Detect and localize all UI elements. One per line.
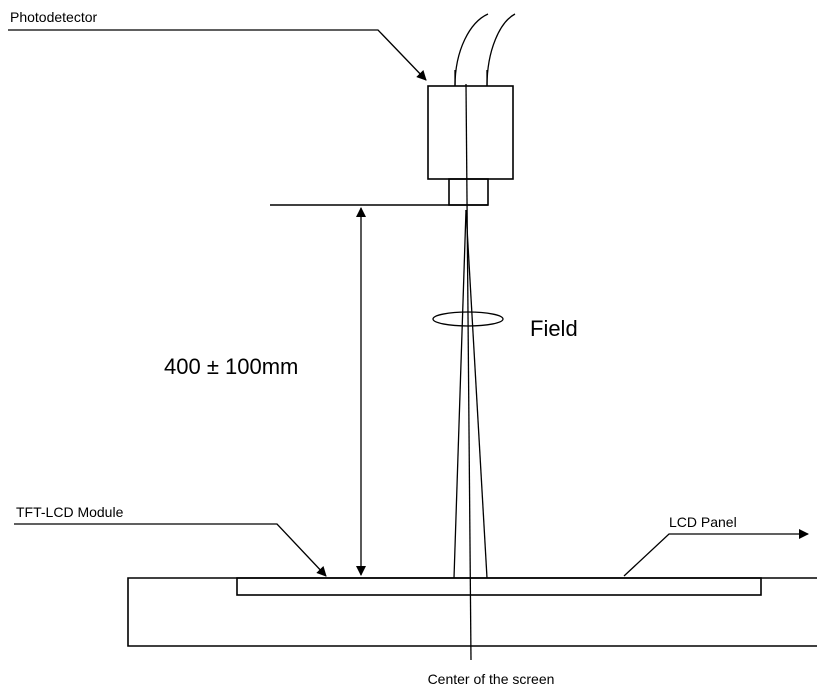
lcd-panel-leader — [623, 529, 809, 577]
tft-module-label: TFT-LCD Module — [16, 504, 124, 520]
field-ellipse — [432, 311, 504, 327]
photodetector-label: Photodetector — [10, 9, 98, 25]
distance-label: 400 ± 100mm — [164, 354, 298, 379]
center-axis-line — [465, 83, 472, 661]
cone-right-edge — [465, 209, 488, 579]
tft-module-leader — [14, 523, 327, 577]
module-frame — [127, 577, 817, 647]
cable-left — [454, 13, 489, 87]
lcd-panel — [236, 577, 762, 596]
cable-right — [486, 13, 516, 87]
center-label: Center of the screen — [428, 671, 555, 687]
photodetector-body — [427, 85, 514, 180]
lcd-panel-label: LCD Panel — [669, 514, 737, 530]
photodetector-lens — [448, 178, 489, 206]
field-label: Field — [530, 316, 578, 341]
photodetector-leader — [8, 29, 427, 81]
cone-left-edge — [453, 209, 467, 579]
